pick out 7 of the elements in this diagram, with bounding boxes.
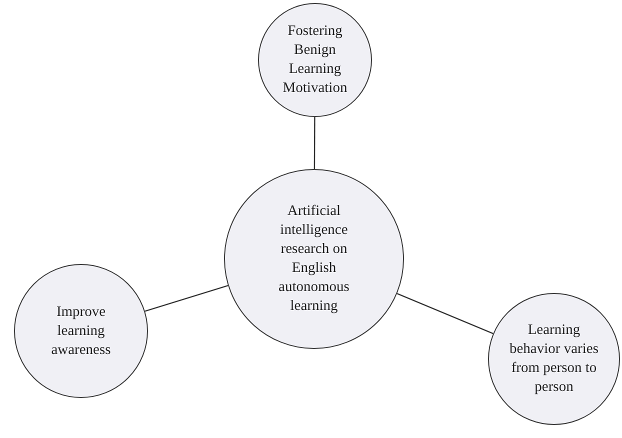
node-label: Learning behavior varies from person to person [508,321,600,397]
connector-line [396,293,494,334]
connector-line [144,285,228,312]
connector-line [314,117,316,169]
node-label: Improve learning awareness [50,302,112,360]
node-label: Artificial intelligence research on English autonomous learning [278,202,350,316]
node-label: Fostering Benign Learning Motivation [282,22,348,98]
